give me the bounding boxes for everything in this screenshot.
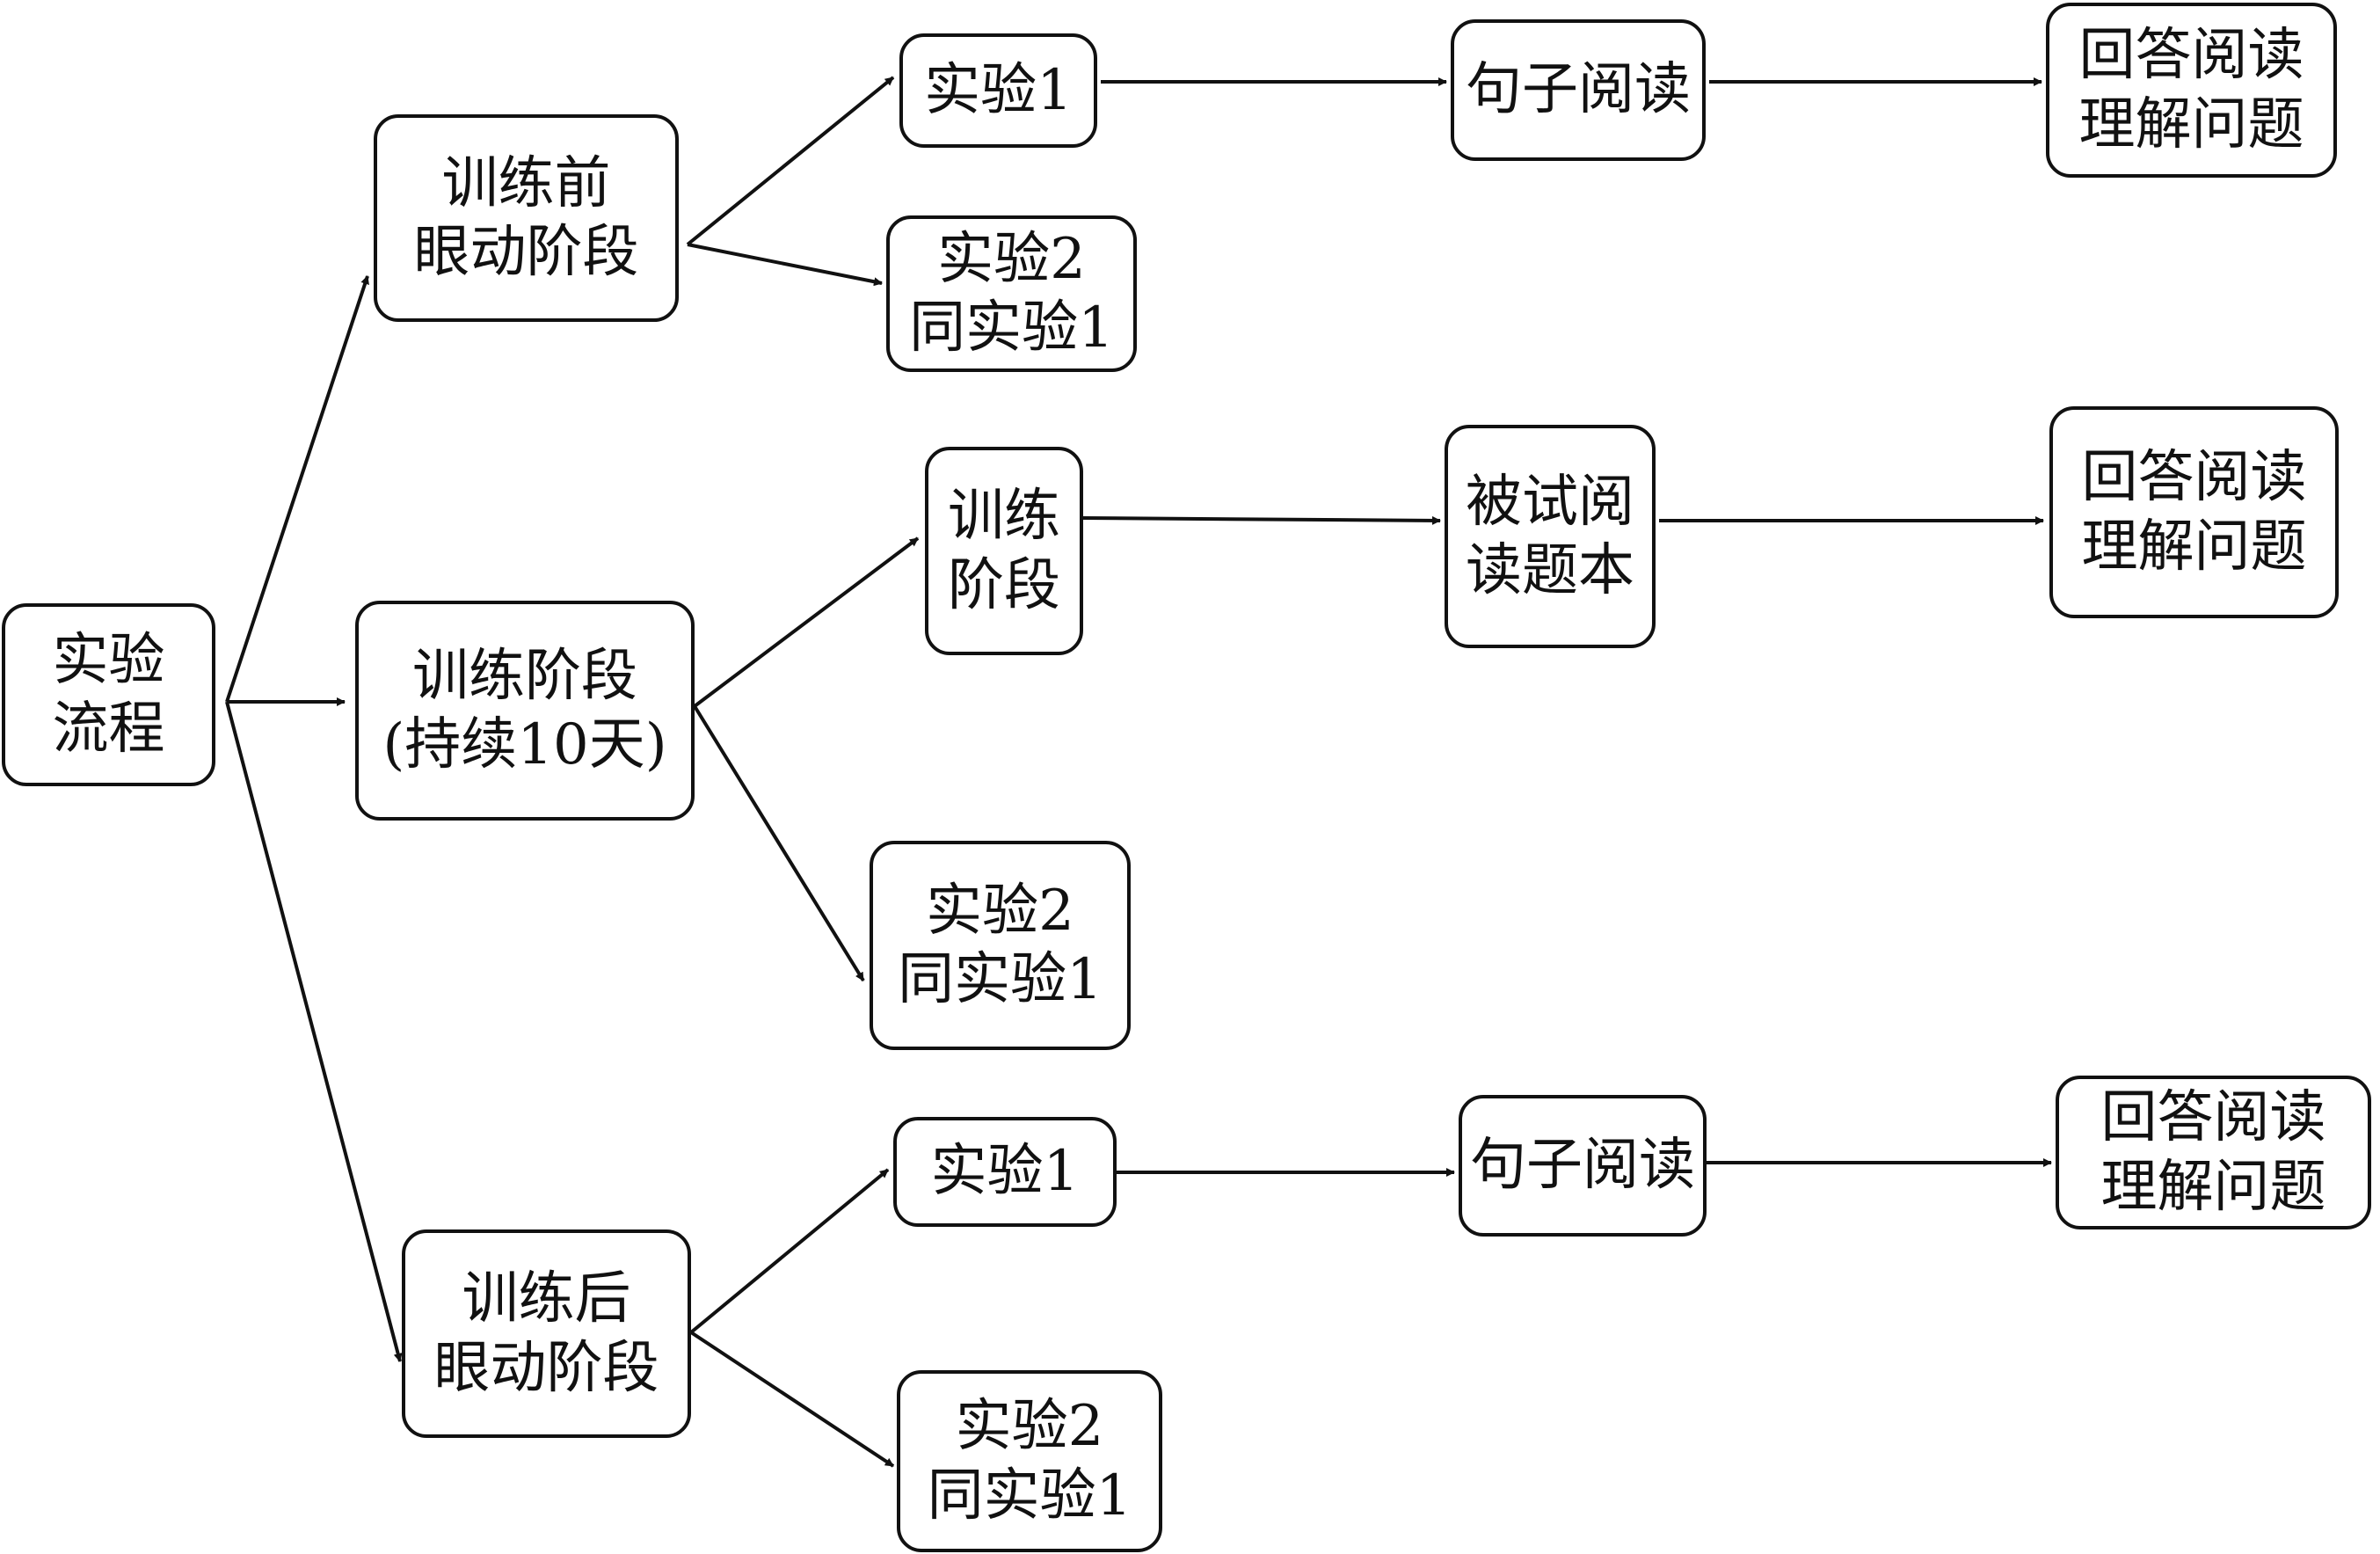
node-training-stage-line-1: 训练: [948, 484, 1060, 550]
arrow-pre-to-exp1: [686, 76, 895, 246]
node-post-answer-questions-line-2: 理解问题: [2100, 1154, 2326, 1220]
node-subject-reading-booklet-line-2: 读题本: [1466, 538, 1634, 603]
arrow-train-to-stage: [693, 536, 920, 708]
node-training-phase-line-2: (持续10天): [382, 712, 667, 777]
node-post-sentence-reading-line-1: 句子阅读: [1470, 1133, 1695, 1199]
node-training-stage: 训练 阶段: [925, 447, 1083, 655]
arrow-stage-to-booklet: [1082, 515, 1441, 525]
node-pre-experiment-2-line-2: 同实验1: [909, 295, 1114, 361]
node-post-experiment-1: 实验1: [893, 1117, 1117, 1227]
arrow-train-to-exp2: [693, 704, 865, 982]
node-training-experiment-2-line-2: 同实验1: [898, 947, 1103, 1012]
node-pre-sentence-reading-line-1: 句子阅读: [1466, 57, 1691, 123]
arrow-post-to-exp2: [689, 1331, 895, 1468]
node-post-experiment-2: 实验2 同实验1: [897, 1370, 1162, 1552]
node-training-experiment-2: 实验2 同实验1: [870, 841, 1131, 1050]
node-pre-training-eye-movement-line-1: 训练前: [441, 150, 611, 216]
node-pre-training-eye-movement: 训练前 眼动阶段: [374, 114, 679, 322]
node-post-sentence-reading: 句子阅读: [1459, 1095, 1707, 1237]
node-subject-reading-booklet-line-1: 被试阅: [1466, 469, 1634, 535]
node-training-answer-questions-line-2: 理解问题: [2081, 514, 2307, 580]
node-experiment-procedure-line-2: 流程: [52, 697, 165, 762]
node-pre-answer-questions-line-2: 理解问题: [2078, 91, 2304, 157]
node-post-training-eye-movement-line-2: 眼动阶段: [433, 1335, 659, 1401]
node-pre-sentence-reading: 句子阅读: [1451, 19, 1706, 161]
node-experiment-procedure: 实验 流程: [2, 603, 215, 786]
node-training-experiment-2-line-1: 实验2: [926, 878, 1074, 944]
node-post-experiment-2-line-1: 实验2: [955, 1394, 1104, 1460]
node-post-answer-questions: 回答阅读 理解问题: [2056, 1076, 2371, 1229]
node-pre-answer-questions: 回答阅读 理解问题: [2046, 3, 2337, 178]
node-pre-training-eye-movement-line-2: 眼动阶段: [413, 220, 639, 285]
node-training-phase-line-1: 训练阶段: [412, 643, 637, 709]
arrow-pre-to-exp2: [687, 243, 883, 287]
node-post-training-eye-movement: 训练后 眼动阶段: [402, 1229, 691, 1438]
arrow-root-to-pre: [225, 275, 369, 703]
node-pre-experiment-1-line-1: 实验1: [924, 57, 1073, 123]
node-pre-answer-questions-line-1: 回答阅读: [2078, 23, 2304, 89]
arrow-post-to-exp1: [689, 1168, 890, 1334]
node-training-stage-line-2: 阶段: [948, 552, 1060, 618]
node-pre-experiment-2-line-1: 实验2: [937, 226, 1086, 292]
node-pre-experiment-1: 实验1: [899, 33, 1097, 148]
node-pre-experiment-2: 实验2 同实验1: [886, 215, 1137, 372]
node-training-answer-questions-line-1: 回答阅读: [2081, 445, 2307, 511]
node-subject-reading-booklet: 被试阅 读题本: [1445, 425, 1656, 648]
node-post-experiment-1-line-1: 实验1: [930, 1139, 1080, 1205]
node-post-training-eye-movement-line-1: 训练后: [462, 1266, 631, 1332]
node-post-experiment-2-line-2: 同实验1: [927, 1463, 1132, 1528]
node-training-answer-questions: 回答阅读 理解问题: [2049, 406, 2339, 618]
node-training-phase: 训练阶段 (持续10天): [355, 601, 695, 821]
node-post-answer-questions-line-1: 回答阅读: [2100, 1085, 2326, 1151]
node-experiment-procedure-line-1: 实验: [52, 627, 165, 693]
